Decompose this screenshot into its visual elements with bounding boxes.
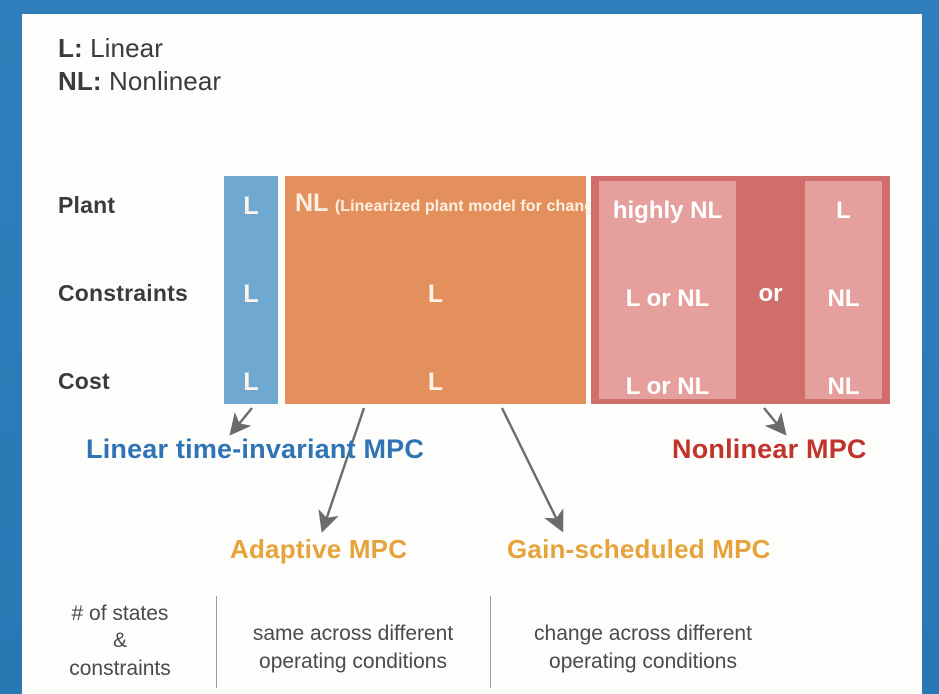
bottom-divider-left	[216, 596, 217, 688]
cell-red-right-constraints: NL	[827, 285, 860, 312]
caption-gain-scheduled-mpc: Gain-scheduled MPC	[507, 534, 771, 564]
caption-nonlinear-mpc: Nonlinear MPC	[672, 434, 867, 464]
cell-orange-plant: NL (Linearized plant model for changing …	[295, 188, 789, 219]
caption-adaptive-mpc: Adaptive MPC	[230, 534, 408, 564]
cell-red-right-plant: L	[836, 197, 851, 224]
slide-content-area: L: Linear NL: Nonlinear Plant Constraint…	[22, 14, 922, 694]
cell-blue-constraints: L	[243, 280, 259, 308]
cell-red-left-plant: highly NL	[612, 197, 723, 224]
bottom-column-same-line2: operating conditions	[259, 649, 447, 673]
cell-blue-plant: L	[243, 192, 259, 220]
nonlinear-left-panel: highly NL L or NL L or NL	[599, 181, 736, 400]
arrow-to-adaptive	[318, 407, 366, 533]
bottom-row-label-line3: constraints	[69, 656, 171, 680]
cell-orange-constraints: L	[427, 280, 444, 308]
caption-linear-time-invariant-mpc: Linear time-invariant MPC	[86, 434, 425, 464]
legend: L: Linear NL: Nonlinear	[58, 32, 221, 99]
cell-orange-cost: L	[427, 368, 444, 396]
row-label-constraints: Constraints	[58, 280, 188, 306]
bottom-row-label: # of states & constraints	[32, 600, 208, 682]
column-linear-time-invariant: L L L	[224, 176, 278, 404]
legend-value-nl: Nonlinear	[108, 66, 222, 97]
legend-value-l: Linear	[90, 33, 163, 63]
cell-red-right-cost: NL	[827, 373, 860, 400]
bottom-column-same: same across different operating conditio…	[222, 620, 484, 675]
bottom-row-label-line2: &	[112, 629, 127, 653]
bottom-column-change-line2: operating conditions	[549, 649, 737, 673]
bottom-column-same-line1: same across different	[252, 622, 454, 645]
nonlinear-right-panel: L NL NL	[805, 181, 882, 400]
cell-orange-plant-prefix: NL	[295, 189, 328, 217]
cell-red-connector-or: or	[758, 280, 783, 307]
bottom-column-change: change across different operating condit…	[498, 620, 788, 675]
bottom-column-change-line1: change across different	[534, 622, 752, 645]
cell-red-left-constraints: L or NL	[625, 285, 710, 312]
bottom-divider-right	[490, 596, 491, 688]
bottom-row-label-line1: # of states	[71, 602, 169, 625]
row-label-cost: Cost	[58, 368, 110, 394]
cell-red-left-cost: L or NL	[625, 373, 710, 400]
arrow-to-lti	[229, 407, 253, 436]
column-nonlinear: highly NL L or NL L or NL or L NL NL	[591, 176, 890, 404]
legend-row-l: L: Linear	[58, 32, 221, 65]
arrow-to-nonlinear	[763, 407, 787, 436]
row-label-plant: Plant	[58, 192, 116, 218]
column-adaptive-gain-scheduled: NL (Linearized plant model for changing …	[285, 176, 789, 404]
legend-key-l: L:	[58, 33, 83, 63]
cell-blue-cost: L	[243, 368, 259, 396]
bottom-comparison-band: # of states & constraints same across di…	[22, 592, 922, 692]
arrow-to-gain-scheduled	[500, 407, 564, 533]
legend-key-nl: NL:	[58, 66, 102, 97]
legend-row-nl: NL: Nonlinear	[58, 65, 221, 98]
